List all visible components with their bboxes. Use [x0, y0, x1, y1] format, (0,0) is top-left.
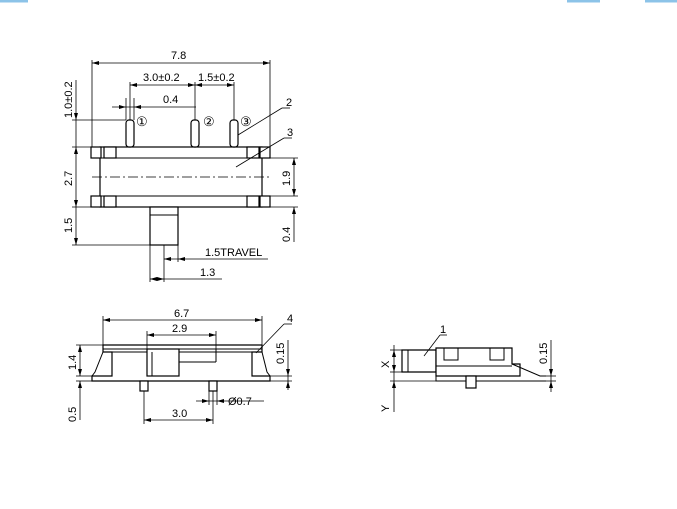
front-view: 6.7 2.9 1.4 0.5 0.15 3.0 — [67, 308, 293, 424]
arrow-pitch-a — [130, 83, 137, 87]
arrow-pinw-left — [119, 105, 126, 109]
dim-front-body-height: 1.4 — [67, 355, 79, 370]
tab-bottom-left-b — [103, 195, 117, 208]
arrow-y-top — [392, 381, 396, 388]
arrow-pitch-b — [188, 83, 195, 87]
side-notch-left — [443, 348, 459, 361]
dim-front-peg-pitch: 3.0 — [172, 408, 187, 420]
side-base-line — [435, 376, 546, 382]
dim-pin-length: 1.0±0.2 — [63, 81, 75, 118]
top-view-body — [99, 146, 263, 208]
dim-travel: 1.5TRAVEL — [205, 247, 262, 259]
front-peg-right — [208, 380, 218, 392]
dim-side-y: Y — [380, 404, 392, 412]
arrow-peg-d-left — [202, 399, 209, 403]
arrow-1-4-top — [78, 345, 82, 352]
arrow-peg-d-right — [217, 399, 224, 403]
leader-callout-4 — [255, 323, 285, 354]
dim-front-peg-diameter: Ø0.7 — [228, 396, 252, 408]
arrow-travel-right — [178, 257, 185, 261]
dim-inner-height: 1.9 — [281, 171, 293, 186]
arrow-0-15-top — [286, 369, 290, 376]
dim-actuator-width: 1.3 — [200, 267, 215, 279]
tab-bottom-left — [90, 195, 102, 208]
callout-2: 2 — [286, 97, 292, 109]
leader-callout-2 — [237, 107, 283, 136]
dim-front-actuator-width: 2.9 — [172, 323, 187, 335]
tab-top-right — [259, 146, 271, 159]
leader-callout-1 — [423, 334, 441, 357]
arrow-1-4-bottom — [78, 369, 82, 376]
dim-overall-width: 7.8 — [171, 50, 186, 62]
front-tab-left — [91, 351, 104, 377]
dim-body-height: 2.7 — [63, 171, 75, 186]
tab-top-left-b — [103, 146, 117, 159]
arrow-side-0-15-bottom — [549, 381, 553, 388]
pin-1 — [125, 119, 135, 148]
arrow-actuator-width-left — [150, 277, 157, 281]
arrow-2-9-left — [147, 333, 154, 337]
front-tab-right — [261, 351, 271, 377]
callout-3: 3 — [287, 127, 293, 139]
leader-callout-3 — [235, 137, 285, 168]
arrow-body-bottom — [74, 200, 78, 207]
arrow-actuator-width-right — [157, 277, 164, 281]
arrow-pitch-d — [227, 83, 234, 87]
tab-top-left — [90, 146, 102, 159]
arrow-6-7-right — [255, 318, 262, 322]
arrow-pitch-c — [195, 83, 202, 87]
arrow-inner-top — [292, 158, 296, 165]
pin-label-3: ③ — [240, 114, 252, 129]
pin-label-1: ① — [136, 114, 148, 129]
dim-pitch-2-3: 1.5±0.2 — [198, 72, 235, 84]
dim-actuator-length: 1.5 — [63, 218, 75, 233]
arrow-6-7-left — [103, 318, 110, 322]
arrow-pinlen-top — [74, 113, 78, 120]
dim-actuator-offset: 0.4 — [281, 227, 293, 242]
tab-top-right-b — [246, 146, 260, 159]
pin-2 — [190, 119, 200, 148]
side-view: X Y 0.15 1 — [380, 324, 556, 412]
pin-3 — [229, 119, 239, 148]
callout-4: 4 — [287, 313, 293, 325]
arrow-7-8-left — [92, 61, 99, 65]
side-view-body — [435, 347, 521, 377]
arrow-0-15-bottom — [286, 381, 290, 388]
callout-1: 1 — [440, 324, 446, 336]
arrow-x-top — [392, 350, 396, 357]
dim-pitch-1-2: 3.0±0.2 — [143, 72, 180, 84]
tab-bottom-right — [259, 195, 271, 208]
arrow-offset-top — [292, 207, 296, 214]
dim-pin-width: 0.4 — [163, 94, 178, 106]
arrow-actuator-bottom — [74, 238, 78, 245]
arrow-x-bottom — [392, 365, 396, 372]
pin-label-2: ② — [203, 114, 215, 129]
dim-side-tab-thickness: 0.15 — [538, 343, 550, 364]
side-peg — [465, 375, 477, 389]
arrow-2-9-right — [209, 333, 216, 337]
dim-side-x: X — [380, 360, 392, 368]
arrow-7-8-right — [263, 61, 270, 65]
side-tab-right — [511, 363, 546, 377]
arrow-3-0-right — [206, 418, 213, 422]
front-view-body — [91, 344, 271, 382]
arrow-pinw-right — [134, 105, 141, 109]
arrow-travel-left — [164, 257, 171, 261]
dim-front-tab-thickness: 0.15 — [275, 343, 287, 364]
side-notch-right — [489, 348, 505, 361]
tab-bottom-right-b — [246, 195, 260, 208]
dim-front-standoff: 0.5 — [67, 407, 79, 422]
arrow-inner-bottom — [292, 189, 296, 196]
arrow-0-5-top — [78, 381, 82, 388]
side-view-actuator — [401, 349, 437, 373]
arrow-side-0-15-top — [549, 369, 553, 376]
front-peg-left — [139, 380, 149, 392]
top-view: ① ② ③ 7.8 3.0±0.2 1.5±0.2 0.4 1.0 — [63, 50, 298, 282]
actuator — [149, 206, 179, 246]
arrow-3-0-left — [144, 418, 151, 422]
dim-front-overall-width: 6.7 — [174, 308, 189, 320]
